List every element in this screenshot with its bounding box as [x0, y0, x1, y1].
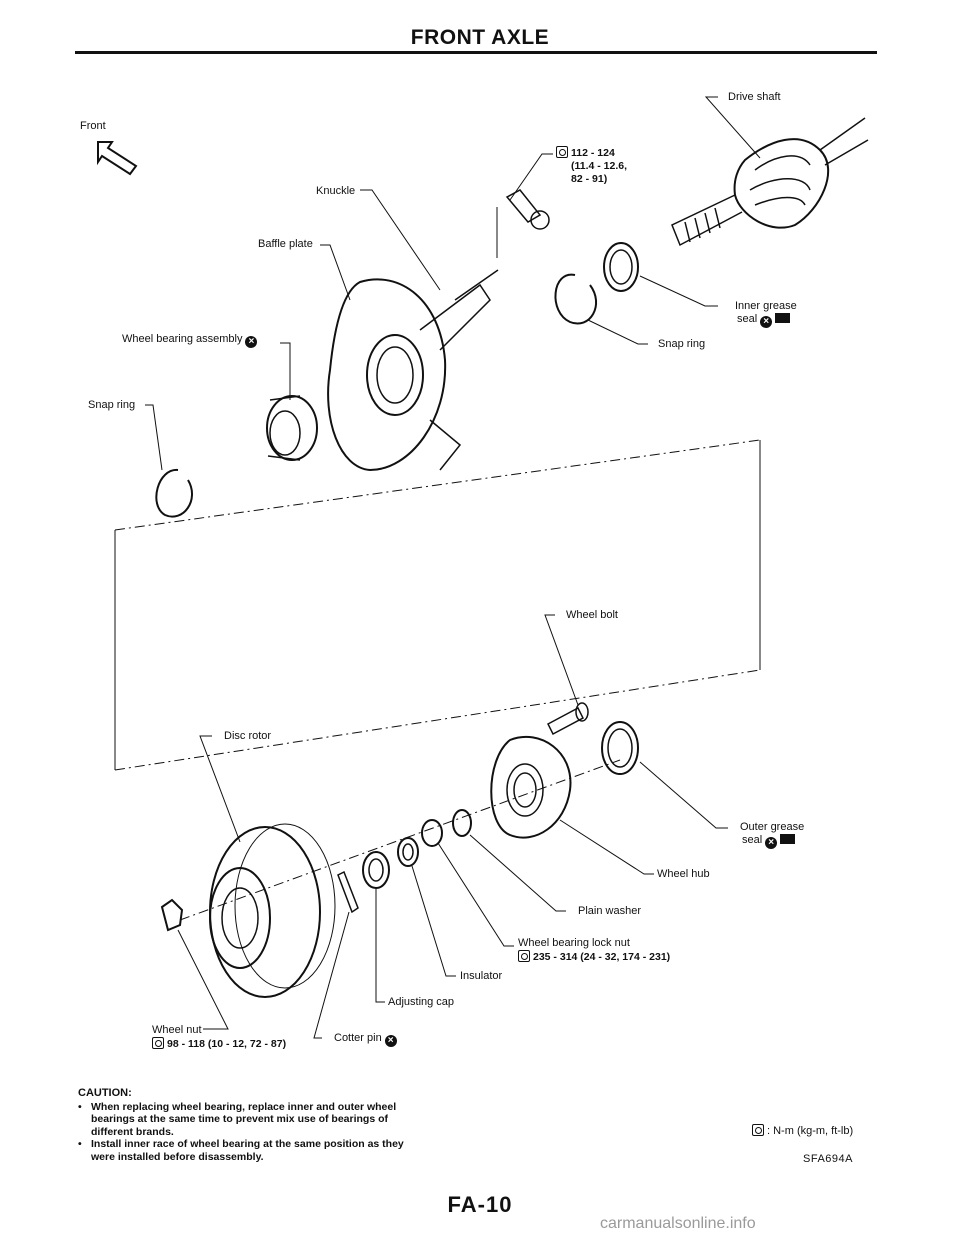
grease-icon: [780, 834, 796, 844]
label-baffle-plate: Baffle plate: [258, 238, 313, 250]
label-drive-shaft: Drive shaft: [728, 91, 781, 103]
label-cotter-pin: Cotter pin×: [334, 1032, 397, 1047]
wheel-bearing-drawing: [266, 395, 318, 461]
caution-block: CAUTION: When replacing wheel bearing, r…: [78, 1087, 408, 1163]
lock-nut-drawing: [421, 819, 443, 847]
inner-grease-seal-drawing: [603, 242, 639, 292]
wheel-bolt-drawing: [547, 702, 589, 736]
label-outer-grease-seal: Outer grease seal×: [740, 821, 805, 849]
label-plain-washer: Plain washer: [578, 905, 641, 917]
caution-item: When replacing wheel bearing, replace in…: [78, 1101, 408, 1139]
wheel-hub-drawing: [490, 735, 572, 839]
cotter-pin-drawing: [337, 870, 359, 914]
knuckle-baffle-drawing: [327, 269, 499, 472]
label-wheel-nut: Wheel nut 98 - 118 (10 - 12, 72 - 87): [152, 1024, 287, 1050]
caution-item: Install inner race of wheel bearing at t…: [78, 1138, 408, 1163]
label-insulator: Insulator: [460, 970, 503, 982]
snap-ring-left-drawing: [155, 468, 194, 518]
leader-lines: [145, 96, 761, 1039]
torque-wrench-icon: [556, 146, 568, 158]
label-lock-nut: Wheel bearing lock nut 235 - 314 (24 - 3…: [518, 937, 671, 963]
caution-heading: CAUTION:: [78, 1087, 132, 1099]
label-wheel-bolt: Wheel bolt: [566, 609, 618, 621]
label-wheel-hub: Wheel hub: [657, 868, 710, 880]
label-inner-grease-seal: Inner grease seal×: [735, 300, 797, 328]
wheel-nut-drawing: [160, 898, 184, 932]
exploded-diagram: [97, 96, 869, 1039]
label-front: Front: [80, 120, 106, 132]
grease-icon: [775, 313, 791, 323]
assembly-centerlines: [114, 439, 761, 921]
label-knuckle-bolt-torque: 112 - 124 (11.4 - 12.6, 82 - 91): [556, 146, 627, 186]
label-knuckle: Knuckle: [316, 185, 356, 197]
disc-rotor-drawing: [209, 823, 336, 998]
front-arrow-icon: [97, 141, 138, 176]
label-wheel-bearing-assembly: Wheel bearing assembly×: [122, 333, 258, 348]
watermark: carmanualsonline.info: [600, 1215, 756, 1232]
torque-wrench-icon: [518, 950, 530, 962]
insulator-drawing: [397, 837, 419, 867]
torque-legend: : N-m (kg-m, ft-lb): [752, 1124, 853, 1137]
page-title: FRONT AXLE: [410, 26, 550, 49]
replace-part-icon: ×: [384, 1035, 397, 1047]
label-snap-ring-right: Snap ring: [658, 338, 706, 350]
label-snap-ring-left: Snap ring: [88, 399, 136, 411]
legend-text: : N-m (kg-m, ft-lb): [767, 1125, 854, 1137]
page-number: FA-10: [447, 1192, 513, 1217]
plain-washer-drawing: [452, 809, 472, 837]
replace-part-icon: ×: [765, 837, 778, 849]
adjusting-cap-drawing: [362, 851, 390, 889]
snap-ring-right-drawing: [554, 273, 597, 325]
label-adjusting-cap: Adjusting cap: [388, 996, 455, 1008]
torque-wrench-icon: [152, 1037, 164, 1049]
outer-grease-seal-drawing: [601, 721, 639, 775]
drive-shaft-drawing: [671, 117, 869, 247]
title-rule: [75, 51, 877, 54]
label-disc-rotor: Disc rotor: [224, 730, 272, 742]
figure-code: SFA694A: [803, 1153, 853, 1165]
torque-wrench-icon: [752, 1124, 764, 1136]
replace-part-icon: ×: [245, 336, 258, 348]
replace-part-icon: ×: [760, 316, 773, 328]
